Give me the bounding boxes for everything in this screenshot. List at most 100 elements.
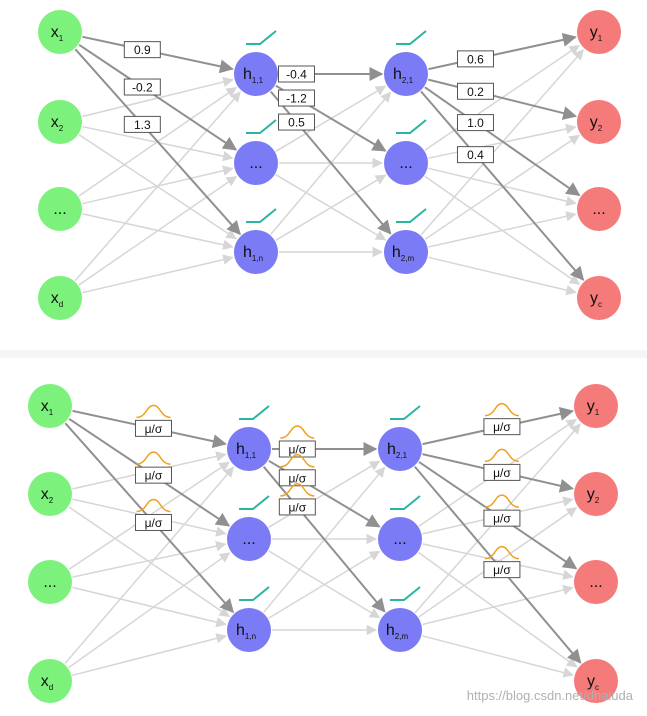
top-edge-h2-0-out-2: [424, 86, 581, 197]
bottom-relu-icon-h1-0: [239, 405, 270, 420]
bottom-edge-h2-2-out-2: [422, 584, 574, 626]
top-input-node-2-circle: [38, 187, 82, 231]
top-hidden2-node-1-label: ...: [399, 155, 412, 172]
bottom-label-h1-h2-2-box: [278, 498, 316, 516]
bottom-input-node-3-circle: [28, 659, 72, 703]
top-output-node-2: ...: [577, 187, 621, 231]
top-edge-h1-2-h2-1: [275, 174, 387, 241]
top-relu-icon-h1-0: [246, 30, 277, 45]
bottom-gaussian-bell-icon-h1-h2-0: [280, 425, 315, 439]
bottom-label-input-h1-0: μ/σ: [134, 419, 172, 437]
bottom-gaussian-bell-icon-h2-out-3: [484, 545, 520, 560]
bottom-edge-h2-2-out-3: [422, 635, 574, 678]
top-edge-input-0-h1-1: [78, 43, 238, 151]
bottom-input-node-3-label: xd: [41, 673, 53, 692]
top-label-h1-h2-2: 0.5: [278, 113, 315, 131]
bottom-input-node-2-label: ...: [43, 574, 56, 591]
bottom-hidden1-node-0-label: h1,1: [236, 441, 257, 460]
bottom-label-input-h1-0-box: [134, 419, 172, 437]
edge-labels: 0.9-0.21.3-0.4-1.20.50.60.21.00.4μ/σμ/σμ…: [123, 41, 521, 579]
top-output-node-0-circle: [577, 10, 621, 54]
bottom-output-node-3: yc: [574, 659, 618, 703]
bottom-label-h1-h2-0-box: [278, 440, 316, 458]
bottom-output-node-2-label: ...: [589, 574, 602, 591]
top-edge-h2-2-out-2: [428, 211, 577, 248]
bottom-label-h1-h2-1-text: μ/σ: [288, 471, 306, 485]
top-label-h1-h2-0-box: [278, 65, 315, 83]
bottom-relu-icon-h1-1: [239, 495, 270, 510]
bottom-label-h1-h2-2-text: μ/σ: [288, 500, 306, 514]
nodes: x1 x2... xd h1,1... h1,n h2,1... h2,m y1 y2... yc…: [28, 10, 621, 703]
top-input-node-2-label: ...: [53, 201, 66, 218]
top-label-h2-out-3-box: [456, 146, 494, 164]
bottom-input-node-3: xd: [28, 659, 72, 703]
bottom-output-node-1-circle: [574, 472, 618, 516]
bottom-label-input-h1-2-box: [134, 513, 172, 531]
bottom-edge-input-1-h1-2: [68, 506, 231, 618]
bottom-edge-input-2-h1-1: [72, 540, 227, 578]
top-hidden1-node-1: ...: [234, 141, 278, 185]
top-label-input-h1-0-box: [123, 41, 161, 59]
top-input-node-0-label: x1: [51, 24, 64, 43]
top-output-node-1-circle: [577, 100, 621, 144]
top-label-input-h1-1-box: [123, 78, 161, 96]
faint-edges: [64, 44, 584, 678]
top-hidden1-node-1-circle: [234, 141, 278, 185]
bottom-gaussian-bell-icon-h2-out-1: [484, 448, 520, 463]
top-label-h2-out-1-box: [456, 82, 494, 100]
top-label-h1-h2-1: -1.2: [278, 89, 315, 107]
top-hidden1-node-2-label: h1,n: [243, 244, 263, 263]
bottom-edge-input-2-h1-2: [72, 586, 227, 628]
bottom-label-h1-h2-1: μ/σ: [278, 469, 316, 487]
bottom-label-h1-h2-1-box: [278, 469, 316, 487]
top-relu-icon-h2-1: [396, 119, 427, 134]
top-label-input-h1-1: -0.2: [123, 78, 161, 96]
top-hidden2-node-1-circle: [384, 141, 428, 185]
bottom-hidden2-node-0-label: h2,1: [387, 441, 408, 460]
bottom-relu-icon-h1-2: [239, 586, 270, 601]
bottom-relu-icon-h2-2: [390, 586, 421, 601]
bottom-hidden1-node-1-circle: [227, 517, 271, 561]
top-label-input-h1-2-box: [123, 115, 161, 133]
bottom-label-input-h1-2-text: μ/σ: [145, 516, 163, 530]
top-hidden1-node-2-circle: [234, 230, 278, 274]
top-input-node-1: x2: [38, 100, 82, 144]
top-hidden2-node-1: ...: [384, 141, 428, 185]
bottom-hidden1-node-2-label: h1,n: [236, 622, 256, 641]
bottom-label-h2-out-0: μ/σ: [483, 418, 521, 436]
bottom-hidden2-node-2: h2,m: [378, 608, 422, 652]
top-label-h2-out-0-text: 0.6: [467, 52, 484, 66]
top-label-h1-h2-2-box: [278, 113, 315, 131]
top-input-node-2: ...: [38, 187, 82, 231]
bottom-relu-icon-h2-1: [390, 495, 421, 510]
top-edge-input-0-h1-2: [74, 48, 241, 236]
bottom-hidden2-node-0-circle: [378, 427, 422, 471]
top-relu-icon-h2-0: [396, 30, 427, 45]
bottom-hidden2-node-1-circle: [378, 517, 422, 561]
bottom-label-input-h1-2: μ/σ: [134, 513, 172, 531]
bottom-label-h2-out-2: μ/σ: [483, 509, 521, 527]
top-hidden1-node-0-circle: [234, 52, 278, 96]
top-label-h1-h2-2-text: 0.5: [288, 116, 305, 130]
bottom-hidden1-node-1: ...: [227, 517, 271, 561]
bottom-label-input-h1-0-text: μ/σ: [145, 422, 163, 436]
top-output-node-1: y2: [577, 100, 621, 144]
bottom-label-h1-h2-2: μ/σ: [278, 498, 316, 516]
bottom-label-h2-out-0-box: [483, 418, 521, 436]
bottom-label-h2-out-0-text: μ/σ: [493, 420, 511, 434]
top-output-node-3-label: yc: [590, 290, 602, 309]
top-hidden2-node-0-label: h2,1: [393, 66, 414, 85]
bottom-label-input-h1-1-box: [134, 466, 172, 484]
bottom-input-node-0-circle: [28, 384, 72, 428]
top-edge-h2-2-out-3: [428, 256, 577, 296]
bottom-input-node-1: x2: [28, 472, 72, 516]
top-hidden1-node-0-label: h1,1: [243, 66, 264, 85]
top-label-h2-out-1-text: 0.2: [467, 85, 484, 99]
top-label-h2-out-2-box: [456, 114, 494, 132]
top-output-node-0-label: y1: [590, 24, 603, 43]
bottom-output-node-2-circle: [574, 560, 618, 604]
top-edge-input-3-h1-0: [74, 91, 241, 282]
bottom-label-h2-out-3: μ/σ: [483, 561, 521, 579]
top-hidden1-node-2: h1,n: [234, 230, 278, 274]
bottom-hidden1-node-2: h1,n: [227, 608, 271, 652]
